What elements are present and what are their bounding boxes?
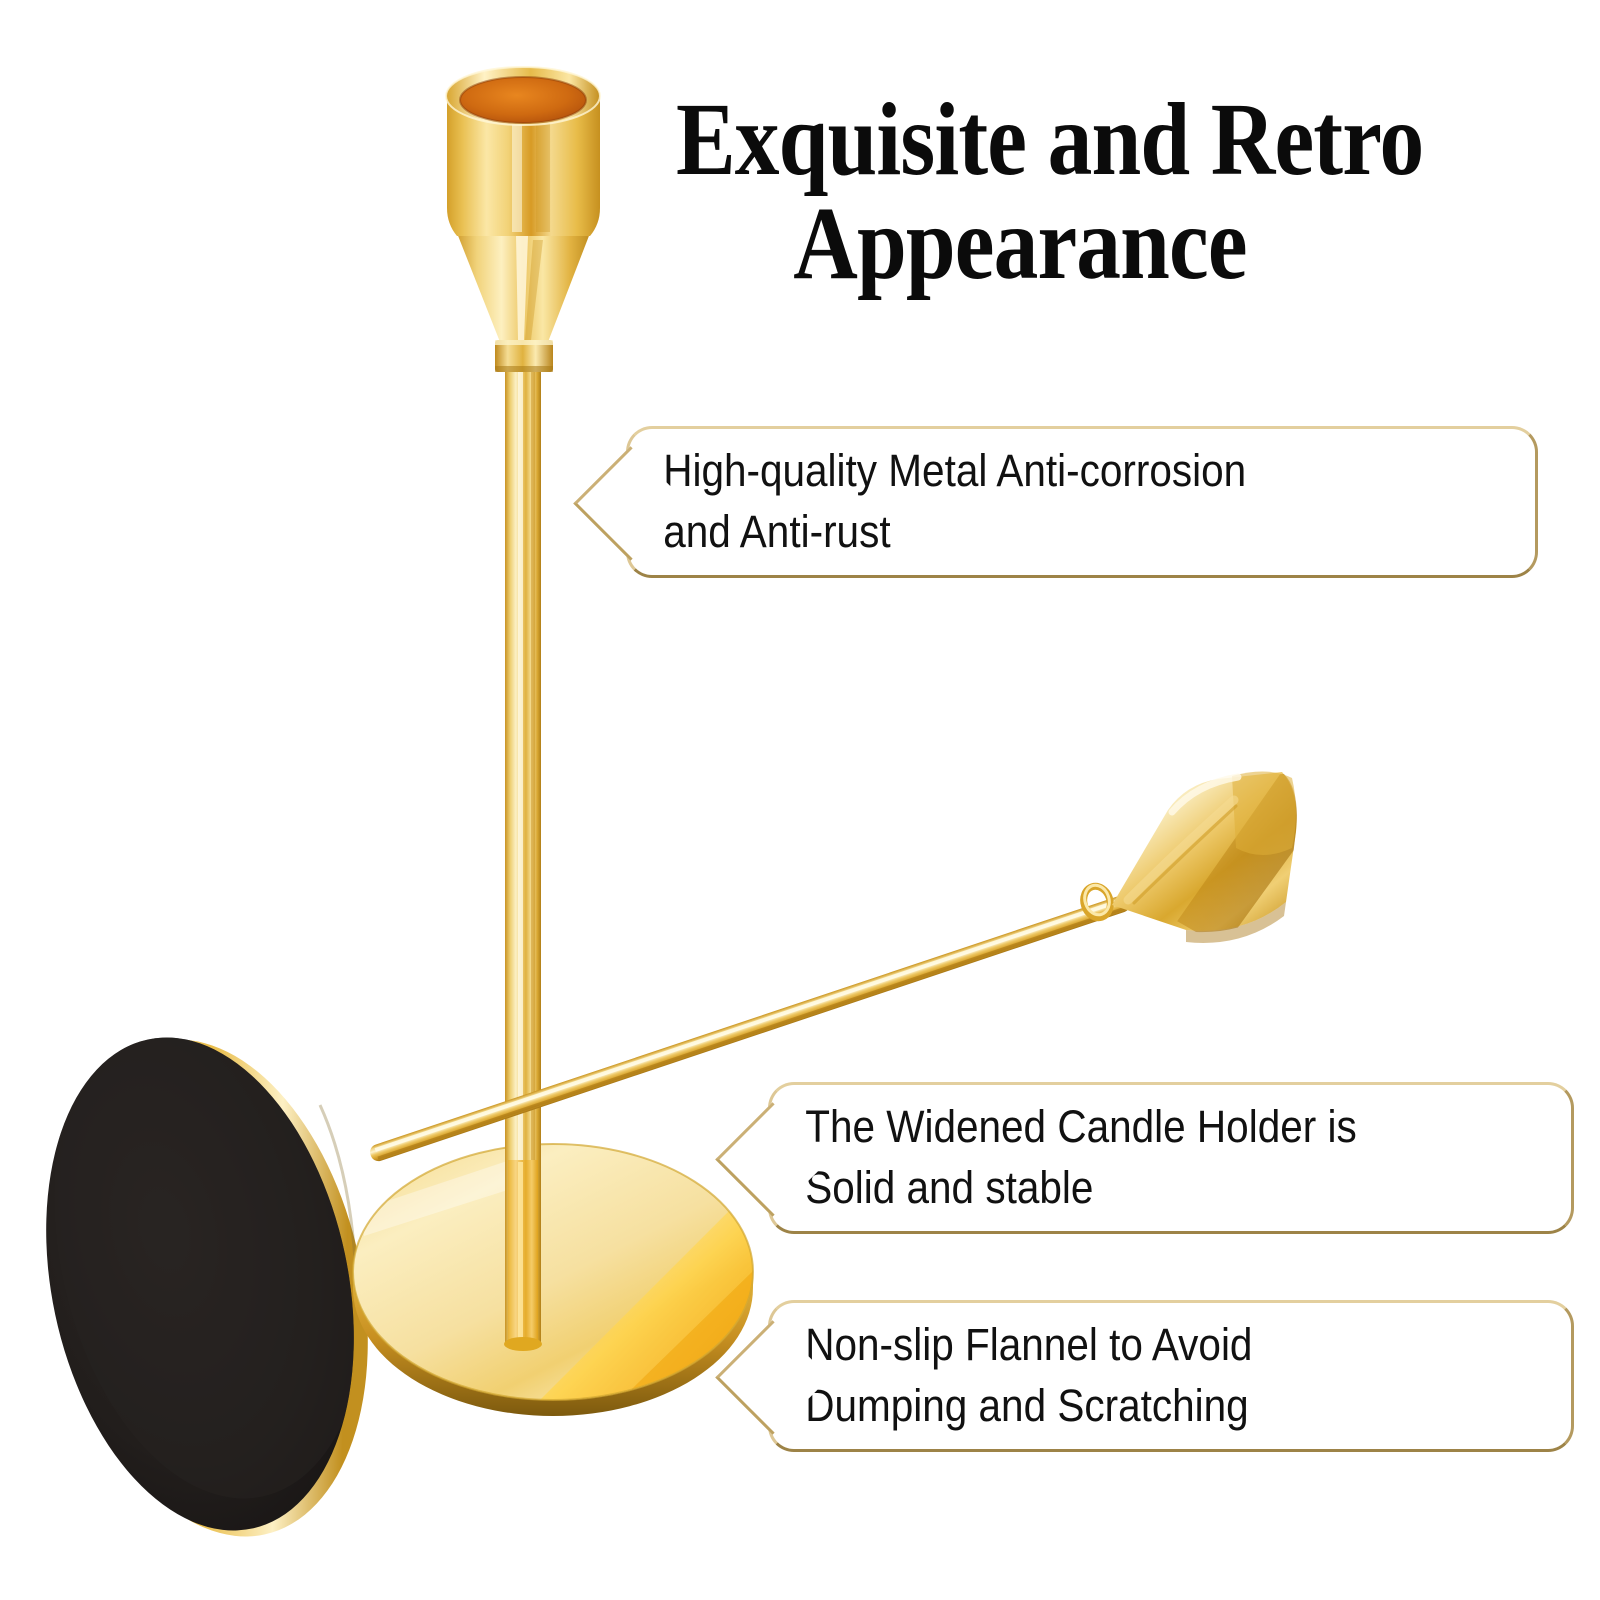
callout-pointer-mask <box>629 456 645 548</box>
callout-holder-text: The Widened Candle Holder is Solid and s… <box>805 1101 1357 1213</box>
snuffer-group <box>370 771 1297 1162</box>
callout-holder: The Widened Candle Holder is Solid and s… <box>715 1082 1574 1234</box>
page-title-line-1: Exquisite and Retro <box>676 82 1424 197</box>
callout-pointer-mask <box>771 1330 787 1422</box>
flannel-pad-group <box>46 1008 368 1537</box>
snuffer-ring <box>1080 882 1114 922</box>
page-title: Exquisite and Retro Appearance <box>676 82 1424 301</box>
callout-metal-text: High-quality Metal Anti-corrosion and An… <box>663 445 1247 557</box>
callout-metal: High-quality Metal Anti-corrosion and An… <box>573 426 1538 578</box>
cup-cone-group <box>455 228 592 342</box>
cup-collar-group <box>495 340 553 372</box>
page-title-line-2: Appearance <box>793 186 1247 301</box>
base-disc-group <box>352 1143 754 1416</box>
snuffer-bell <box>1112 771 1297 943</box>
callout-flannel: Non-slip Flannel to Avoid Dumping and Sc… <box>715 1300 1574 1452</box>
candle-cup-group <box>445 66 601 236</box>
callout-pointer-mask <box>771 1112 787 1204</box>
stem-group <box>504 370 542 1351</box>
callout-flannel-text: Non-slip Flannel to Avoid Dumping and Sc… <box>805 1319 1253 1431</box>
